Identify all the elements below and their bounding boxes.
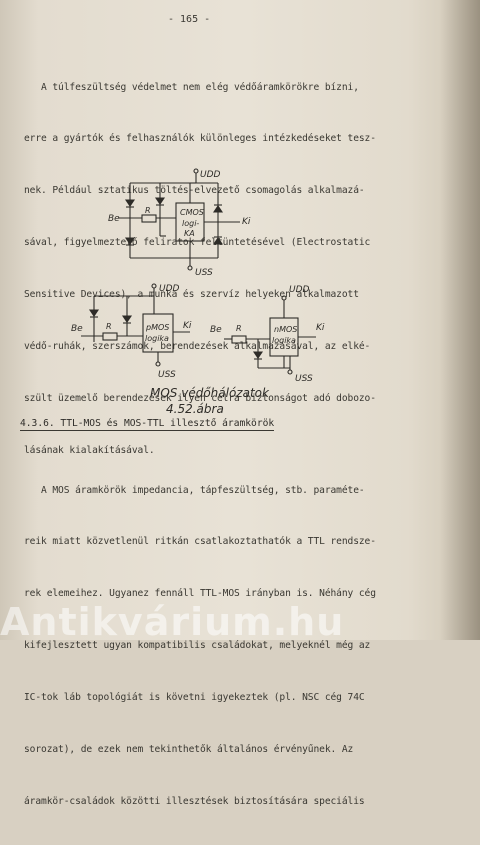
right-in-label: Be xyxy=(210,325,222,335)
page-gutter-shadow xyxy=(440,0,480,640)
paragraph-1: A túlfeszültség védelmet nem elég védőár… xyxy=(24,44,376,494)
right-box-line2: logika xyxy=(272,336,296,345)
left-out-label: Ki xyxy=(183,321,192,331)
book-page: - 165 - A túlfeszültség védelmet nem elé… xyxy=(0,0,480,807)
paragraph-line: reik miatt közvetlenül ritkán csatlakozt… xyxy=(24,536,376,548)
left-r-label: R xyxy=(106,322,112,331)
page-number: - 165 - xyxy=(168,14,211,25)
top-vss-label: USS xyxy=(195,268,213,278)
paragraph-line: sorozat), de ezek nem tekinthetők általá… xyxy=(24,744,354,756)
right-vdd-label: UDD xyxy=(289,285,310,295)
right-out-label: Ki xyxy=(316,323,325,333)
top-in-label: Be xyxy=(108,214,120,224)
circuit-right xyxy=(224,300,316,370)
top-r-label: R xyxy=(145,206,151,215)
watermark: Antikvárium.hu xyxy=(0,600,345,644)
left-box-line2: logika xyxy=(145,334,169,343)
circuit-right-diodes xyxy=(252,351,264,360)
left-in-label: Be xyxy=(71,324,83,334)
figure-caption: MOS védőhálózatok xyxy=(150,386,269,400)
figure-number: 4.52.ábra xyxy=(166,402,224,416)
paragraph-line: védő-ruhák, szerszámok, berendezések alk… xyxy=(24,341,371,353)
section-heading: 4.3.6. TTL-MOS és MOS-TTL illesztő áramk… xyxy=(20,418,275,431)
right-r-label: R xyxy=(236,324,242,333)
paragraph-line: A MOS áramkörök impedancia, tápfeszültsé… xyxy=(24,484,365,496)
paragraph-line: lásának kialakításával. xyxy=(24,444,155,456)
right-vss-label: USS xyxy=(295,374,313,384)
paragraph-line: Sensitive Devices), a munka és szervíz h… xyxy=(24,289,359,301)
top-box-line1: CMOS xyxy=(180,208,204,217)
circuit-left-diodes xyxy=(88,309,133,324)
circuit-top-diodes xyxy=(124,197,224,246)
circuit-top xyxy=(118,173,240,266)
top-box-line2: logi- xyxy=(182,219,199,228)
paragraph-line: rek elemeihez. Ugyanez fennáll TTL-MOS i… xyxy=(24,588,376,600)
left-vss-label: USS xyxy=(158,370,176,380)
left-vdd-label: UDD xyxy=(159,284,180,294)
top-vdd-label: UDD xyxy=(200,170,221,180)
paragraph-line: A túlfeszültség védelmet nem elég védőár… xyxy=(24,81,359,93)
paragraph-line: szült üzemelő berendezések ilyen célra b… xyxy=(24,392,376,404)
paragraph-2: A MOS áramkörök impedancia, tápfeszültsé… xyxy=(24,447,376,845)
paragraph-line: erre a gyártók és felhasználók különlege… xyxy=(24,133,376,145)
paragraph-line: sával, figyelmeztető feliratok feltüntet… xyxy=(24,237,371,249)
paragraph-line: áramkör-családok közötti illesztések biz… xyxy=(24,795,365,807)
paragraph-line: IC-tok láb topológiát is követni igyekez… xyxy=(24,692,365,704)
left-box-line1: pMOS xyxy=(145,323,169,332)
top-box-line3: KA xyxy=(184,229,195,238)
circuit-left xyxy=(81,288,190,362)
paragraph-line: nek. Például sztatikus töltés-elvezető c… xyxy=(24,185,365,197)
right-box-line1: nMOS xyxy=(274,325,297,334)
top-out-label: Ki xyxy=(242,217,251,227)
mos-protection-circuits: UDD Be R CMOS logi- KA Ki USS UDD Be R p… xyxy=(71,168,325,384)
